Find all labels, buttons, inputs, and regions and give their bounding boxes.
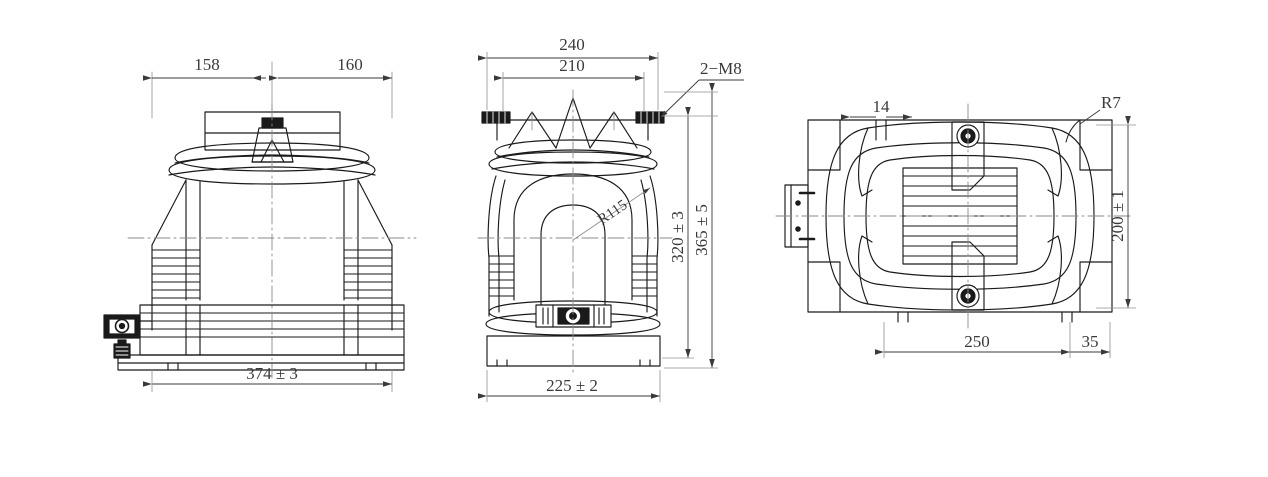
view-plan: [775, 103, 1133, 331]
view-front-elevation: [103, 61, 417, 379]
dim-35: 35: [1082, 332, 1099, 351]
dim-365: 365 ± 5: [692, 204, 711, 256]
dim-200: 200 ± 1: [1108, 190, 1127, 242]
dim-r7: R7: [1101, 93, 1121, 112]
dim-374: 374 ± 3: [246, 364, 298, 383]
dimensions-plan: 14 R7 200 ± 1 250 35: [841, 93, 1136, 358]
dim-14: 14: [873, 97, 891, 116]
dim-210: 210: [559, 56, 585, 75]
dim-158: 158: [194, 55, 220, 74]
dim-320: 320 ± 3: [668, 211, 687, 263]
dim-250: 250: [964, 332, 990, 351]
callout-2-m8: 2−M8: [700, 59, 742, 78]
dim-160: 160: [337, 55, 363, 74]
dimensions-front-elevation: 158 160 374 ± 3: [143, 55, 393, 392]
dimensions-side-elevation: 240 210 225 ± 2 2−M8 R115 320 ± 3 365 ± …: [478, 35, 744, 402]
dim-240: 240: [559, 35, 585, 54]
view-side-elevation: [477, 89, 673, 375]
dim-225: 225 ± 2: [546, 376, 598, 395]
